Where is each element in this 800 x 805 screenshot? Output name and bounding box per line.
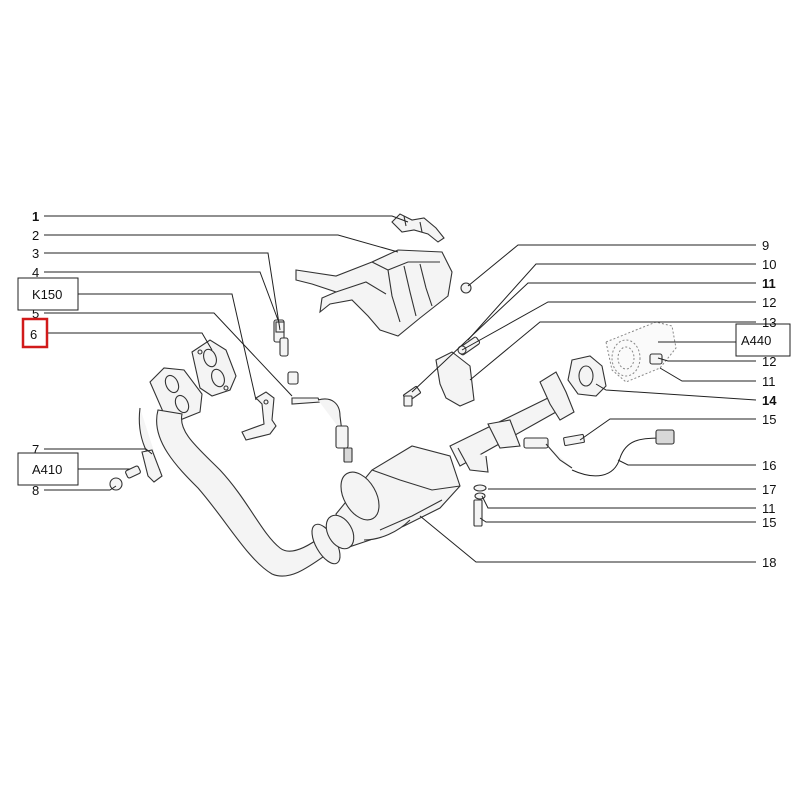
highlight-box [21, 317, 49, 349]
downpipe [138, 407, 341, 577]
ref-a410-label: A410 [32, 462, 62, 477]
callout-11-b: 11 [762, 374, 776, 389]
part-13-flange [567, 355, 607, 397]
rear-pipe-ghost [605, 321, 677, 383]
ref-k150-label: K150 [32, 287, 62, 302]
callout-15-a: 15 [762, 412, 776, 427]
callout-17: 17 [762, 482, 776, 497]
callout-8: 8 [32, 483, 39, 498]
callout-3: 3 [32, 246, 39, 261]
part-1-bracket [391, 213, 445, 243]
callout-2: 2 [32, 228, 39, 243]
callouts-left: 1 2 3 4 5 7 8 [32, 209, 39, 498]
callout-10: 10 [762, 257, 776, 272]
part-6-gasket [191, 339, 237, 397]
intermediate-pipe [449, 371, 575, 473]
callout-11-a: 11 [762, 276, 776, 291]
callout-16: 16 [762, 458, 776, 473]
ref-box-a410[interactable]: A410 [17, 452, 79, 486]
ref-box-a440[interactable]: A440 [735, 323, 791, 357]
part-15-bolt [473, 433, 585, 527]
ref-box-k150[interactable]: K150 [17, 277, 79, 311]
callout-15-b: 15 [762, 515, 776, 530]
callout-12-a: 12 [762, 295, 776, 310]
callout-4: 4 [32, 265, 39, 280]
lambda-sensor-upstream [291, 397, 353, 463]
leader-lines [44, 215, 790, 563]
part-7-stud [125, 449, 163, 483]
downpipe-flange [149, 367, 203, 421]
callout-14: 14 [762, 393, 777, 408]
callout-18: 18 [762, 555, 776, 570]
callout-7: 7 [32, 442, 39, 457]
lambda-sensor-downstream [523, 429, 675, 477]
part-5-bracket [241, 391, 277, 441]
callout-9: 9 [762, 238, 769, 253]
callout-6-highlight[interactable]: 6 [21, 317, 49, 349]
callout-1: 1 [32, 209, 39, 224]
callouts-right: 9 10 11 12 13 12 11 14 15 16 17 11 15 18 [762, 238, 777, 570]
part-2-heat-shield [295, 249, 453, 337]
callout-12-b: 12 [762, 354, 776, 369]
callout-11-c: 11 [762, 501, 776, 516]
part-11-bolt-mid [402, 385, 422, 407]
hanger-bracket [435, 351, 475, 407]
callout-13: 13 [762, 315, 776, 330]
callout-5: 5 [32, 306, 39, 321]
part-17-washer [473, 484, 487, 492]
ref-a440-label: A440 [741, 333, 771, 348]
callout-6: 6 [30, 327, 37, 342]
part-8-nut [109, 477, 123, 491]
catalytic-converter [325, 445, 461, 550]
